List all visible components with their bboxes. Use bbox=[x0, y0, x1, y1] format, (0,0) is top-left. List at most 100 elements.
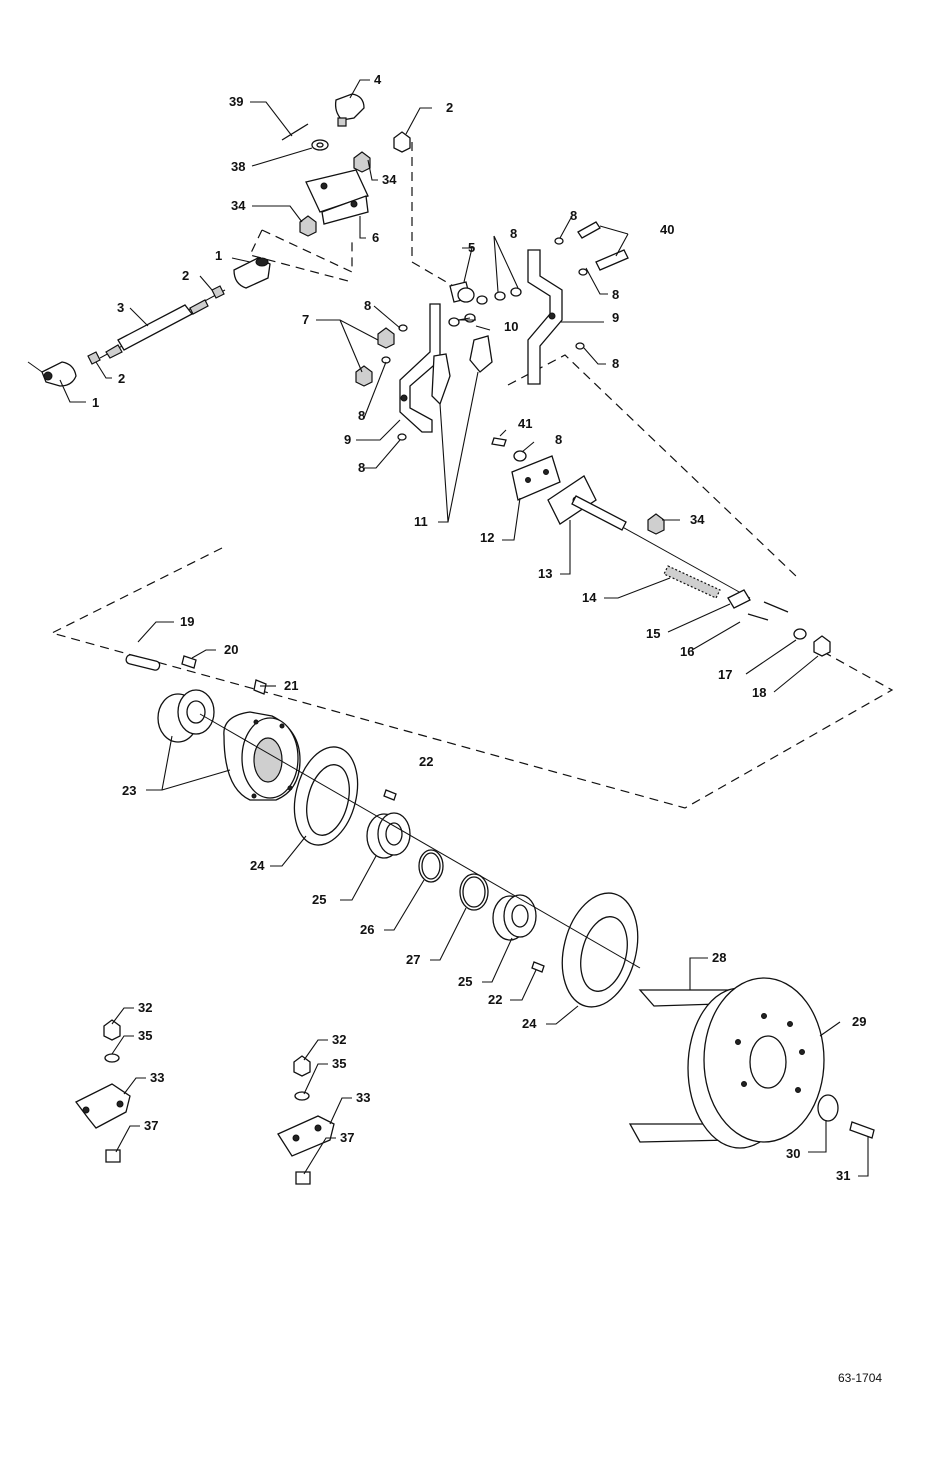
bolt-41 bbox=[492, 438, 506, 446]
dash-outline-main bbox=[52, 548, 892, 808]
bolts-40 bbox=[578, 222, 628, 270]
callout-37: 37 bbox=[340, 1130, 354, 1145]
bracket-6 bbox=[306, 170, 368, 224]
snap-ring-27 bbox=[460, 874, 488, 910]
callout-11: 11 bbox=[414, 514, 428, 529]
callout-18: 18 bbox=[752, 685, 766, 700]
callout-8: 8 bbox=[612, 356, 619, 371]
callout-40: 40 bbox=[660, 222, 674, 237]
callout-3: 3 bbox=[117, 300, 124, 315]
dash-outline-upper bbox=[412, 142, 460, 290]
callout-4: 4 bbox=[374, 72, 382, 87]
bolt-31 bbox=[850, 1122, 874, 1138]
callout-25: 25 bbox=[458, 974, 472, 989]
nut-18 bbox=[814, 636, 830, 656]
callout-32: 32 bbox=[332, 1032, 346, 1047]
screw-22-left bbox=[384, 790, 396, 800]
washer-17 bbox=[794, 629, 806, 639]
callout-1: 1 bbox=[92, 395, 99, 410]
hub-axis bbox=[200, 714, 640, 968]
nut-34-left bbox=[300, 216, 316, 236]
callout-25: 25 bbox=[312, 892, 326, 907]
callout-26: 26 bbox=[360, 922, 374, 937]
callout-20: 20 bbox=[224, 642, 238, 657]
cam-plates bbox=[432, 336, 492, 404]
callout-28: 28 bbox=[712, 950, 726, 965]
shaft-14 bbox=[572, 496, 750, 598]
callout-34: 34 bbox=[382, 172, 397, 187]
bearing-25-left bbox=[367, 813, 410, 858]
callout-34: 34 bbox=[690, 512, 705, 527]
screw-21 bbox=[254, 680, 266, 694]
callout-2: 2 bbox=[118, 371, 125, 386]
callout-35: 35 bbox=[332, 1056, 346, 1071]
callout-32: 32 bbox=[138, 1000, 152, 1015]
callout-8: 8 bbox=[364, 298, 371, 313]
hub-23 bbox=[224, 712, 300, 800]
callout-12: 12 bbox=[480, 530, 494, 545]
callout-21: 21 bbox=[284, 678, 298, 693]
callout-5: 5 bbox=[468, 240, 475, 255]
callout-19: 19 bbox=[180, 614, 194, 629]
callout-37: 37 bbox=[144, 1118, 158, 1133]
washer-8-plate bbox=[514, 451, 526, 461]
key-19 bbox=[125, 654, 160, 671]
nut-34-top bbox=[354, 152, 370, 172]
callout-8: 8 bbox=[358, 408, 365, 423]
callout-41: 41 bbox=[518, 416, 532, 431]
figure-number: 63-1704 bbox=[838, 1371, 882, 1385]
bracket-group-b bbox=[278, 1056, 334, 1184]
pin-16 bbox=[748, 602, 788, 620]
washer-38 bbox=[312, 140, 328, 150]
callout-8: 8 bbox=[358, 460, 365, 475]
callout-31: 31 bbox=[836, 1168, 850, 1183]
clevis-15 bbox=[728, 590, 750, 608]
pivot-bolt-5 bbox=[450, 282, 474, 302]
callout-8: 8 bbox=[555, 432, 562, 447]
bearing-25-right bbox=[493, 895, 536, 940]
callout-6: 6 bbox=[372, 230, 379, 245]
lever-right bbox=[528, 250, 562, 384]
callout-29: 29 bbox=[852, 1014, 866, 1029]
callout-1: 1 bbox=[215, 248, 222, 263]
callout-38: 38 bbox=[231, 159, 245, 174]
callout-27: 27 bbox=[406, 952, 420, 967]
callout-9: 9 bbox=[612, 310, 619, 325]
nut-34-plate bbox=[648, 514, 664, 534]
callout-22: 22 bbox=[488, 992, 502, 1007]
callout-30: 30 bbox=[786, 1146, 800, 1161]
callout-8: 8 bbox=[570, 208, 577, 223]
ring-26 bbox=[419, 850, 443, 882]
ball-joint-lower bbox=[28, 362, 76, 386]
flange-24-right bbox=[551, 885, 649, 1015]
callout-2: 2 bbox=[446, 100, 453, 115]
callout-14: 14 bbox=[582, 590, 597, 605]
callout-23: 23 bbox=[122, 783, 136, 798]
callout-17: 17 bbox=[718, 667, 732, 682]
cotter-pin bbox=[282, 124, 308, 140]
callout-10: 10 bbox=[504, 319, 518, 334]
callout-34: 34 bbox=[231, 198, 246, 213]
ball-joint-upper bbox=[234, 258, 270, 288]
callout-33: 33 bbox=[356, 1090, 370, 1105]
callout-39: 39 bbox=[229, 94, 243, 109]
callout-16: 16 bbox=[680, 644, 694, 659]
sheave-29 bbox=[688, 978, 824, 1148]
callout-7: 7 bbox=[302, 312, 309, 327]
pin-20 bbox=[182, 656, 196, 668]
callout-22: 22 bbox=[419, 754, 433, 769]
callout-33: 33 bbox=[150, 1070, 164, 1085]
callout-24: 24 bbox=[522, 1016, 537, 1031]
collar-23 bbox=[158, 690, 214, 742]
callout-15: 15 bbox=[646, 626, 660, 641]
washer-30 bbox=[818, 1095, 838, 1121]
nut-top bbox=[394, 132, 410, 152]
callout-24: 24 bbox=[250, 858, 265, 873]
callout-35: 35 bbox=[138, 1028, 152, 1043]
screw-22-right bbox=[532, 962, 544, 972]
callout-8: 8 bbox=[612, 287, 619, 302]
callout-13: 13 bbox=[538, 566, 552, 581]
plate-12 bbox=[512, 456, 560, 500]
callout-9: 9 bbox=[344, 432, 351, 447]
